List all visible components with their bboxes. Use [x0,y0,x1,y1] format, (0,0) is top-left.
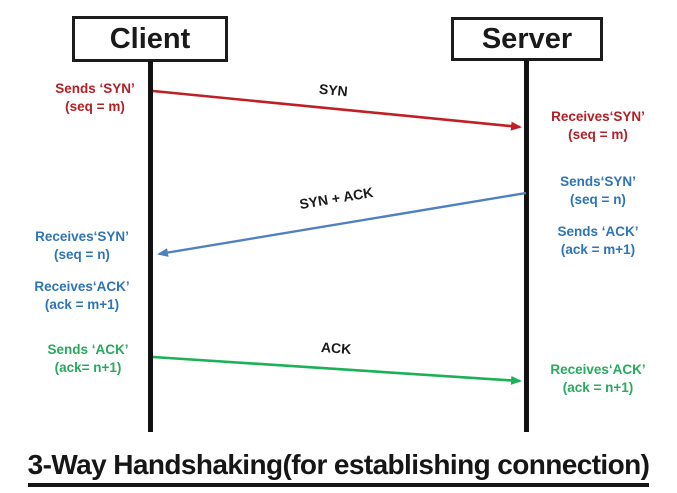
note-line: Sends‘SYN’ [560,174,636,189]
client-actor-label: Client [109,22,191,55]
note-line: Receives‘SYN’ [35,229,129,244]
note-line: (seq = m) [65,99,125,114]
note-client-receives-syn: Receives‘SYN’ (seq = n) [20,228,144,264]
note-line: (ack = m+1) [560,242,636,257]
note-server-receives-ack: Receives‘ACK’ (ack = n+1) [536,361,660,397]
server-actor-box: Server [451,17,603,61]
note-line: (ack= n+1) [54,360,122,375]
note-line: (ack = n+1) [562,380,634,395]
note-client-receives-ack: Receives‘ACK’ (ack = m+1) [20,278,144,314]
diagram-title-row: 3-Way Handshaking(for establishing conne… [0,449,677,487]
ack-arrow-label: ACK [320,339,352,357]
note-line: (seq = n) [54,247,110,262]
diagram-title: 3-Way Handshaking(for establishing conne… [27,449,650,487]
note-line: (seq = n) [570,192,626,207]
note-server-sends-ack: Sends ‘ACK’ (ack = m+1) [536,223,660,259]
note-line: Receives‘SYN’ [551,109,645,124]
client-lifeline [148,61,153,432]
note-line: Sends ‘ACK’ [47,342,129,357]
syn-ack-arrow-label: SYN + ACK [298,183,375,213]
note-line: Sends ‘SYN’ [55,81,135,96]
note-server-receives-syn: Receives‘SYN’ (seq = m) [536,108,660,144]
note-server-sends-syn: Sends‘SYN’ (seq = n) [536,173,660,209]
server-lifeline [524,60,529,432]
note-line: (ack = m+1) [44,297,120,312]
note-line: Receives‘ACK’ [550,362,646,377]
note-client-sends-syn: Sends ‘SYN’ (seq = m) [33,80,157,116]
note-client-sends-ack: Sends ‘ACK’ (ack= n+1) [26,341,150,377]
note-line: Receives‘ACK’ [34,279,130,294]
note-line: (seq = m) [568,127,628,142]
server-actor-label: Server [481,22,573,55]
client-actor-box: Client [72,16,228,62]
ack-arrow [152,355,522,385]
syn-arrow-label: SYN [318,80,349,100]
note-line: Sends ‘ACK’ [557,224,639,239]
